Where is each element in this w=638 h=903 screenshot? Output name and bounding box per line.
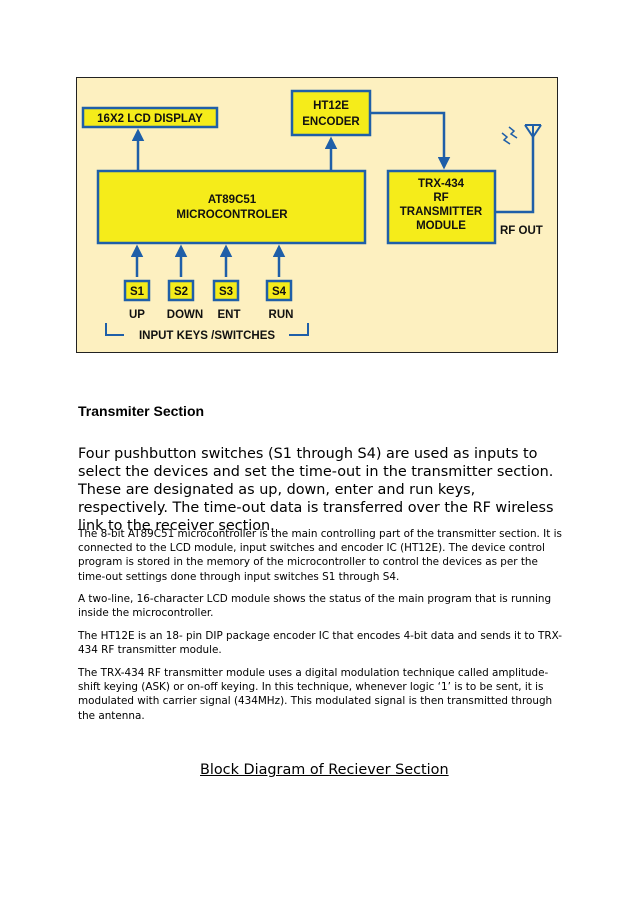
switch-s3-id: S3	[219, 286, 233, 298]
paragraph-encoder: The HT12E is an 18- pin DIP package enco…	[78, 630, 562, 657]
trx-label-line3: TRANSMITTER	[400, 206, 483, 218]
encoder-to-trx-arrow	[370, 111, 451, 170]
input-keys-label: INPUT KEYS /SWITCHES	[139, 330, 275, 342]
switch-s4-id: S4	[272, 286, 287, 298]
trx-label-line4: MODULE	[416, 220, 466, 232]
intro-paragraph: Four pushbutton switches (S1 through S4)…	[78, 446, 554, 534]
microcontroller-label-line1: AT89C51	[208, 194, 257, 206]
section-heading: Transmiter Section	[78, 403, 205, 419]
paragraph-lcd: A two-line, 16-character LCD module show…	[78, 593, 552, 620]
microcontroller-label-line2: MICROCONTROLER	[176, 209, 288, 221]
switch-s4-label: RUN	[269, 309, 294, 321]
trx-label-line1: TRX-434	[418, 178, 465, 190]
receiver-diagram-title: Block Diagram of Reciever Section	[200, 762, 449, 778]
switch-s3-label: ENT	[218, 309, 241, 321]
lcd-label: 16X2 LCD DISPLAY	[97, 113, 203, 125]
rf-transmitter-block: TRX-434 RF TRANSMITTER MODULE	[386, 169, 497, 245]
switch-s1: S1 UP	[123, 279, 151, 321]
switch-s2-label: DOWN	[167, 309, 203, 321]
paragraph-rf-module: The TRX-434 RF transmitter module uses a…	[78, 667, 553, 722]
switch-s2: S2 DOWN	[167, 279, 203, 321]
microcontroller-block: AT89C51 MICROCONTROLER	[96, 169, 367, 245]
input-keys-bracket	[105, 323, 309, 336]
switch-s4: S4 RUN	[265, 279, 294, 321]
connection-lines	[130, 111, 535, 277]
antenna-icon	[524, 124, 542, 138]
encoder-label-line1: HT12E	[313, 100, 349, 112]
trx-label-line2: RF	[433, 192, 448, 204]
switch-s1-label: UP	[129, 309, 145, 321]
rf-out-label: RF OUT	[500, 225, 543, 237]
lcd-block: 16X2 LCD DISPLAY	[81, 106, 219, 129]
transmitter-block-diagram: 16X2 LCD DISPLAY HT12E ENCODER AT89C51 M…	[76, 77, 558, 353]
switch-s3: S3 ENT	[212, 279, 241, 321]
trx-to-antenna-line	[495, 137, 535, 214]
encoder-label-line2: ENCODER	[302, 116, 360, 128]
radio-wave-icon	[501, 126, 518, 145]
encoder-block: HT12E ENCODER	[290, 89, 372, 137]
switch-s2-id: S2	[174, 286, 188, 298]
switch-s1-id: S1	[130, 286, 145, 298]
paragraph-microcontroller: The 8-bit AT89C51 microcontroller is the…	[78, 528, 562, 583]
